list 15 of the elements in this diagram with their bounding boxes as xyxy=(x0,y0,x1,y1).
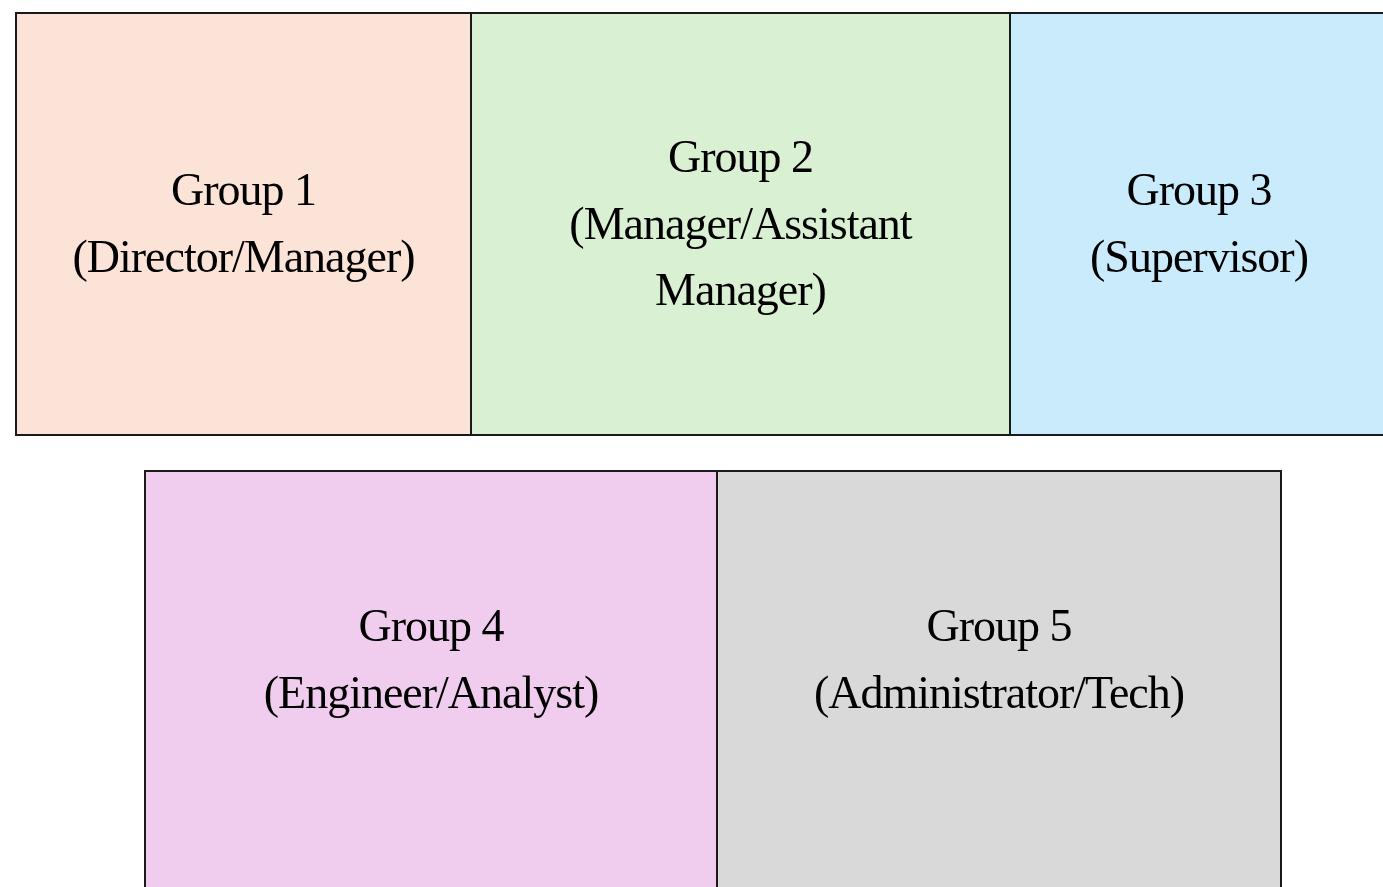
role-text: (Administrator/Tech) xyxy=(813,666,1185,720)
group-heading: Group 3 xyxy=(1126,163,1272,218)
role-text: (Supervisor) xyxy=(1090,230,1308,284)
group-box xyxy=(716,470,1282,887)
group-heading: Group 2 xyxy=(667,129,813,184)
group-box xyxy=(1009,12,1383,436)
group-box xyxy=(470,12,1011,436)
group-heading: Group 1 xyxy=(170,163,316,218)
group-box xyxy=(144,470,718,887)
role-text: (Director/Manager) xyxy=(72,230,415,284)
group-heading: Group 5 xyxy=(926,599,1072,654)
group-box xyxy=(15,12,472,436)
role-text: (Engineer/Analyst) xyxy=(263,666,599,720)
group-heading: Group 4 xyxy=(358,599,504,654)
role-text: (Manager/Assistant Manager) xyxy=(568,196,914,318)
